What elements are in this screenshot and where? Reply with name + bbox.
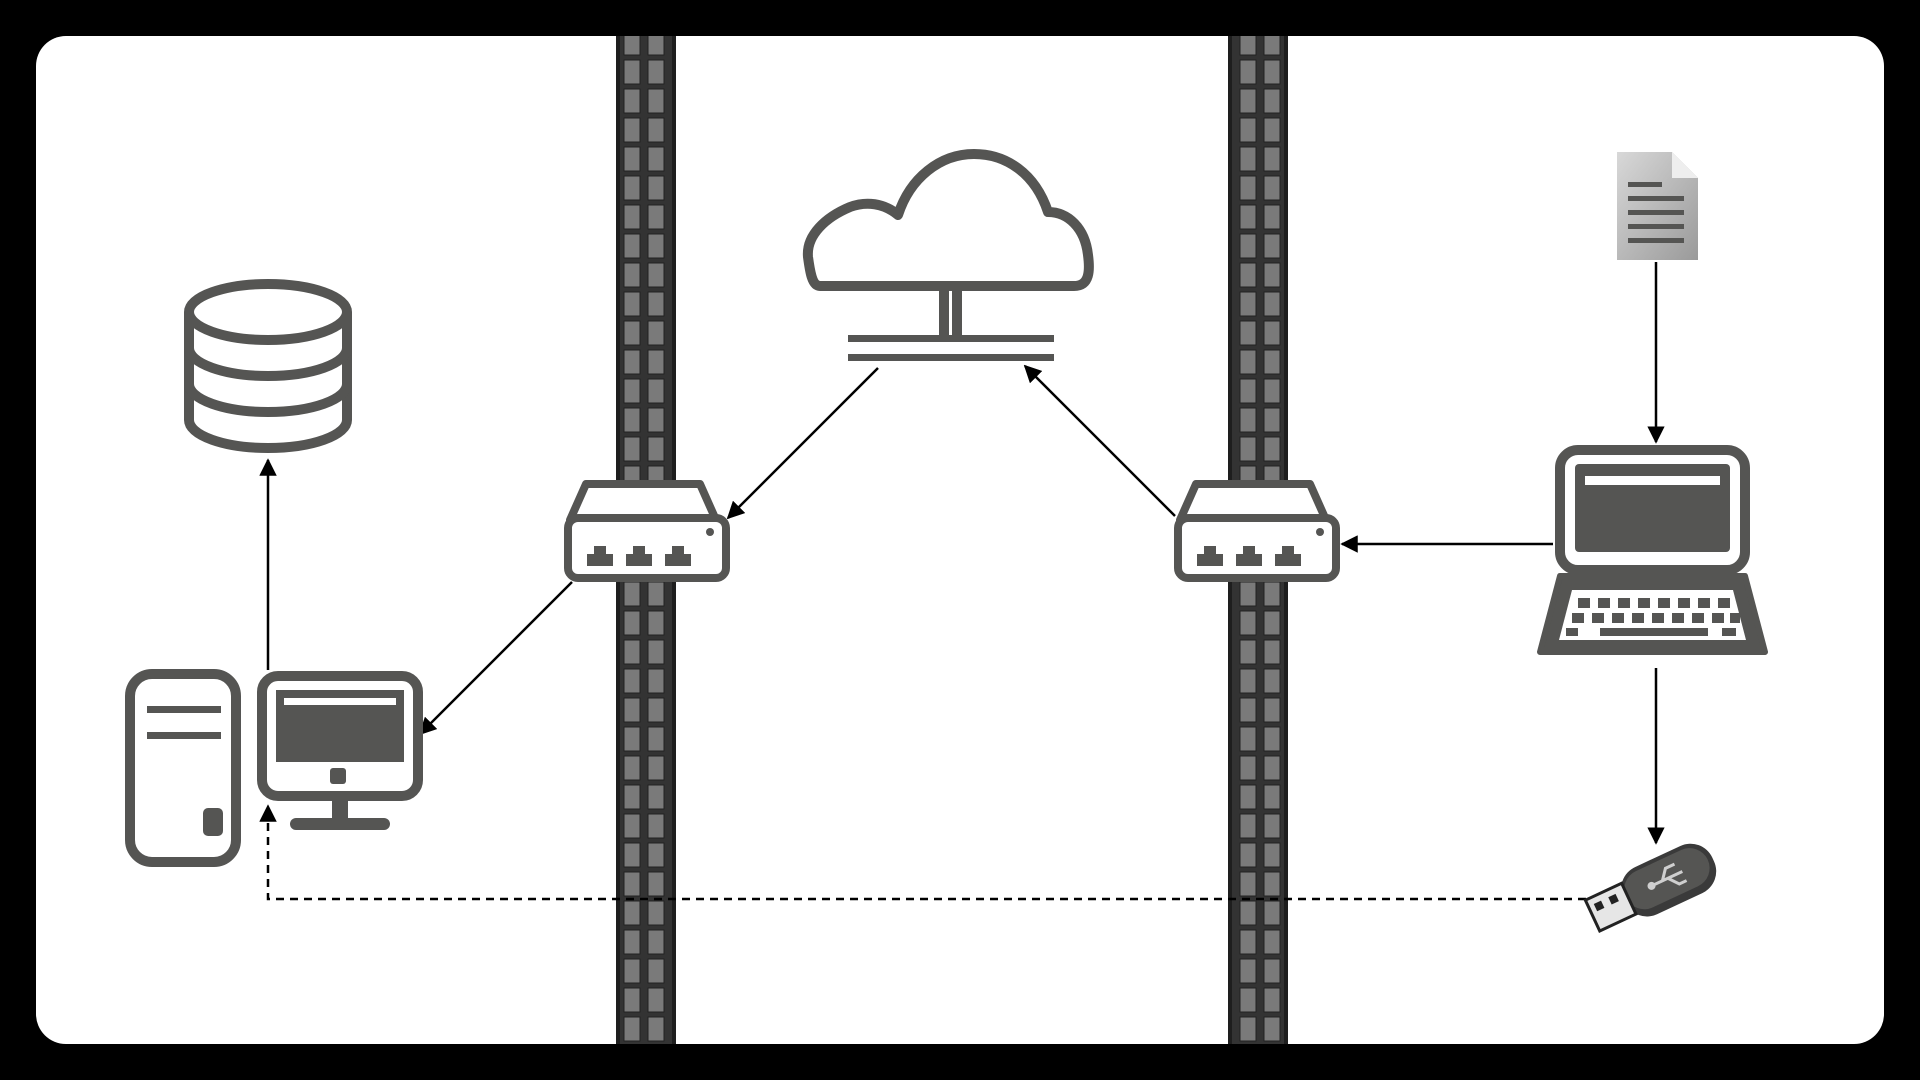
cloud-network-icon[interactable] [802,149,1094,361]
right-router-icon[interactable] [1174,480,1340,582]
connectors [259,262,1665,901]
document-icon[interactable] [1617,152,1698,260]
edge-usb-to-desktop-dashed [259,804,1586,901]
edge-cloud-to-left-router [726,367,879,520]
left-router-icon[interactable] [564,480,730,582]
usb-drive-icon[interactable] [1582,836,1725,939]
desktop-tower-icon[interactable] [125,669,241,867]
edge-right-router-to-cloud [1023,364,1176,517]
database-icon[interactable] [184,279,352,453]
desktop-monitor-icon[interactable] [257,671,423,830]
diagram-canvas [36,36,1884,1044]
laptop-icon[interactable] [1537,445,1768,655]
edge-left-router-to-desktop [418,581,573,736]
